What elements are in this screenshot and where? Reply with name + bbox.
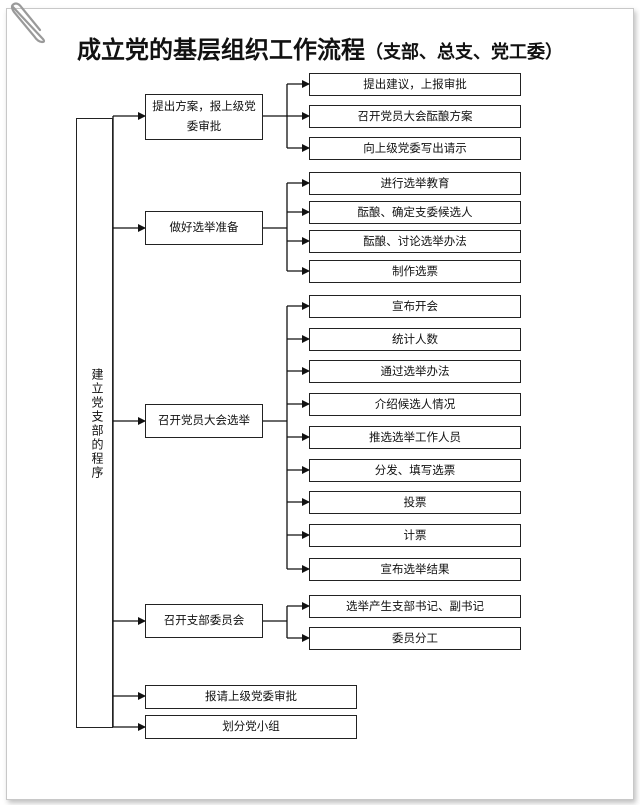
step-2-item-label: 制作选票: [392, 263, 438, 278]
step-5-label: 报请上级党委审批: [205, 689, 297, 704]
step-2-item-box: 酝酿、讨论选举办法: [309, 230, 521, 253]
step-1-item-label: 召开党员大会酝酿方案: [357, 108, 473, 123]
step-3-item-box: 统计人数: [309, 328, 521, 351]
step-1-item-box: 提出建议，上报审批: [309, 73, 521, 96]
step-3-item-box: 分发、填写选票: [309, 459, 521, 482]
step-1-box: 提出方案，报上级党委审批: [145, 94, 263, 140]
step-3-label: 召开党员大会选举: [158, 413, 250, 428]
step-3-item-label: 计票: [403, 527, 427, 542]
step-3-item-label: 推选选举工作人员: [369, 429, 461, 444]
step-2-label: 做好选举准备: [169, 220, 239, 235]
step-2-item-box: 制作选票: [309, 260, 521, 283]
step-2-item-label: 酝酿、确定支委候选人: [357, 204, 473, 219]
step-3-item-box: 投票: [309, 491, 521, 514]
step-4-item-box: 委员分工: [309, 627, 521, 650]
step-6-label: 划分党小组: [222, 719, 280, 734]
step-3-item-box: 通过选举办法: [309, 360, 521, 383]
step-4-label: 召开支部委员会: [163, 613, 245, 628]
step-3-item-label: 投票: [403, 494, 427, 509]
step-6-box: 划分党小组: [145, 715, 357, 739]
step-1-item-label: 向上级党委写出请示: [363, 140, 467, 155]
step-4-item-label: 委员分工: [392, 630, 438, 645]
step-3-item-label: 宣布选举结果: [380, 561, 450, 576]
step-1-item-box: 召开党员大会酝酿方案: [309, 105, 521, 128]
root-process-box: [76, 118, 113, 728]
step-3-item-box: 推选选举工作人员: [309, 426, 521, 449]
page-title: 成立党的基层组织工作流程（支部、总支、党工委）: [0, 30, 640, 65]
step-3-item-label: 通过选举办法: [380, 363, 450, 378]
step-3-item-box: 宣布开会: [309, 295, 521, 318]
step-2-item-box: 酝酿、确定支委候选人: [309, 201, 521, 224]
step-1-label: 提出方案，报上级党委审批: [152, 99, 256, 133]
paperclip-icon: [6, 0, 52, 48]
step-5-box: 报请上级党委审批: [145, 685, 357, 709]
step-2-item-label: 进行选举教育: [380, 175, 450, 190]
title-main: 成立党的基层组织工作流程: [77, 35, 365, 64]
title-sub: （支部、总支、党工委）: [365, 42, 563, 63]
step-3-item-label: 分发、填写选票: [374, 462, 456, 477]
step-4-item-box: 选举产生支部书记、副书记: [309, 595, 521, 618]
step-2-item-label: 酝酿、讨论选举办法: [363, 233, 467, 248]
step-1-item-box: 向上级党委写出请示: [309, 137, 521, 160]
step-4-item-label: 选举产生支部书记、副书记: [346, 598, 484, 613]
step-2-item-box: 进行选举教育: [309, 172, 521, 195]
step-3-item-box: 计票: [309, 524, 521, 547]
step-3-item-label: 统计人数: [392, 331, 438, 346]
step-3-item-box: 介绍候选人情况: [309, 393, 521, 416]
step-3-item-label: 介绍候选人情况: [374, 396, 456, 411]
step-4-box: 召开支部委员会: [145, 604, 263, 638]
step-3-item-label: 宣布开会: [392, 298, 438, 313]
step-2-box: 做好选举准备: [145, 211, 263, 245]
step-3-item-box: 宣布选举结果: [309, 558, 521, 581]
root-process-label: 建立党支部的程序: [90, 368, 104, 480]
step-1-item-label: 提出建议，上报审批: [363, 76, 467, 91]
step-3-box: 召开党员大会选举: [145, 404, 263, 438]
